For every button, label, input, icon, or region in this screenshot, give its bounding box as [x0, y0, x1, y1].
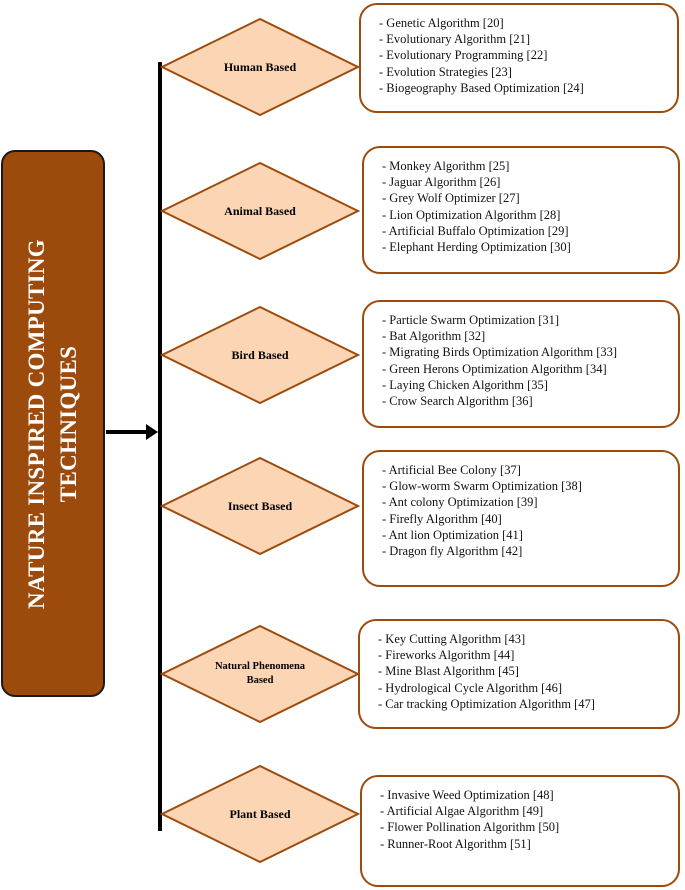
technique-list-bird: - Particle Swarm Optimization [31] - Bat…: [362, 300, 680, 428]
list-item: - Dragon fly Algorithm [42]: [382, 544, 523, 559]
list-item: - Invasive Weed Optimization [48]: [380, 788, 554, 802]
diamond-shape: [160, 305, 360, 405]
list-item: - Firefly Algorithm [40]: [382, 511, 502, 526]
list-item: - Elephant Herding Optimization [30]: [382, 240, 571, 255]
list-item: - Fireworks Algorithm [44]: [378, 648, 515, 663]
list-item: - Genetic Algorithm [20]: [379, 16, 504, 30]
category-natural-phenomena: Natural Phenomena Based: [160, 624, 360, 724]
list-item: - Crow Search Algorithm [36]: [382, 394, 533, 409]
technique-list-human: - Genetic Algorithm [20] - Evolutionary …: [359, 3, 679, 113]
category-label-bird: Bird Based: [231, 347, 289, 362]
category-animal: Animal Based: [160, 161, 360, 261]
diamond-shape: [160, 764, 360, 864]
list-item: - Hydrological Cycle Algorithm [46]: [378, 680, 562, 695]
list-item: - Lion Optimization Algorithm [28]: [382, 207, 561, 222]
list-item: - Artificial Bee Colony [37]: [382, 463, 521, 477]
vertical-spine-line: [158, 62, 162, 831]
list-item: - Artificial Algae Algorithm [49]: [380, 804, 544, 819]
list-item: - Mine Blast Algorithm [45]: [378, 664, 519, 679]
list-item: - Evolutionary Algorithm [21]: [379, 32, 531, 47]
diagram-title: NATURE INSPIRED COMPUTING TECHNIQUES: [21, 164, 85, 684]
list-item: - Ant lion Optimization [41]: [382, 527, 523, 542]
list-item: - Migrating Birds Optimization Algorithm…: [382, 345, 618, 360]
category-insect: Insect Based: [160, 456, 360, 556]
list-item: - Grey Wolf Optimizer [27]: [382, 191, 520, 206]
list-item: - Artificial Buffalo Optimization [29]: [382, 223, 569, 238]
category-label-plant: Plant Based: [229, 806, 291, 821]
list-item: - Evolutionary Programming [22]: [379, 48, 548, 63]
title-line-2: TECHNIQUES: [56, 345, 81, 502]
list-item: - Evolution Strategies [23]: [379, 64, 512, 79]
title-block: NATURE INSPIRED COMPUTING TECHNIQUES: [1, 150, 105, 697]
list-item: - Flower Pollination Algorithm [50]: [380, 820, 560, 835]
category-bird: Bird Based: [160, 305, 360, 405]
technique-list-animal: - Monkey Algorithm [25] - Jaguar Algorit…: [362, 146, 680, 274]
technique-list-plant: - Invasive Weed Optimization [48] - Arti…: [360, 775, 680, 887]
list-item: - Laying Chicken Algorithm [35]: [382, 377, 548, 392]
list-item: - Bat Algorithm [32]: [382, 329, 486, 344]
diamond-shape: [160, 456, 360, 556]
technique-list-natural-phenomena: - Key Cutting Algorithm [43] - Fireworks…: [358, 619, 680, 729]
category-plant: Plant Based: [160, 764, 360, 864]
list-item: - Glow-worm Swarm Optimization [38]: [382, 479, 582, 494]
list-item: - Biogeography Based Optimization [24]: [379, 80, 584, 95]
list-item: - Car tracking Optimization Algorithm [4…: [378, 696, 595, 711]
diamond-shape: [160, 161, 360, 261]
list-item: - Green Herons Optimization Algorithm [3…: [382, 361, 607, 376]
diamond-shape: [160, 17, 360, 117]
list-item: - Particle Swarm Optimization [31]: [382, 313, 560, 327]
title-line-1: NATURE INSPIRED COMPUTING: [24, 238, 49, 609]
category-label-human: Human Based: [223, 59, 297, 74]
category-label-insect: Insect Based: [227, 498, 293, 513]
connector-arrow-shaft: [106, 430, 148, 434]
category-label-animal: Animal Based: [224, 203, 296, 218]
list-item: - Key Cutting Algorithm [43]: [378, 632, 526, 646]
category-human: Human Based: [160, 17, 360, 117]
list-item: - Ant colony Optimization [39]: [382, 495, 538, 510]
category-label-natural-phenomena: Natural Phenomena Based: [214, 661, 306, 686]
list-item: - Runner-Root Algorithm [51]: [380, 836, 531, 851]
connector-arrow-head: [146, 424, 158, 440]
list-item: - Monkey Algorithm [25]: [382, 159, 510, 173]
technique-list-insect: - Artificial Bee Colony [37] - Glow-worm…: [362, 450, 680, 587]
list-item: - Jaguar Algorithm [26]: [382, 175, 501, 190]
